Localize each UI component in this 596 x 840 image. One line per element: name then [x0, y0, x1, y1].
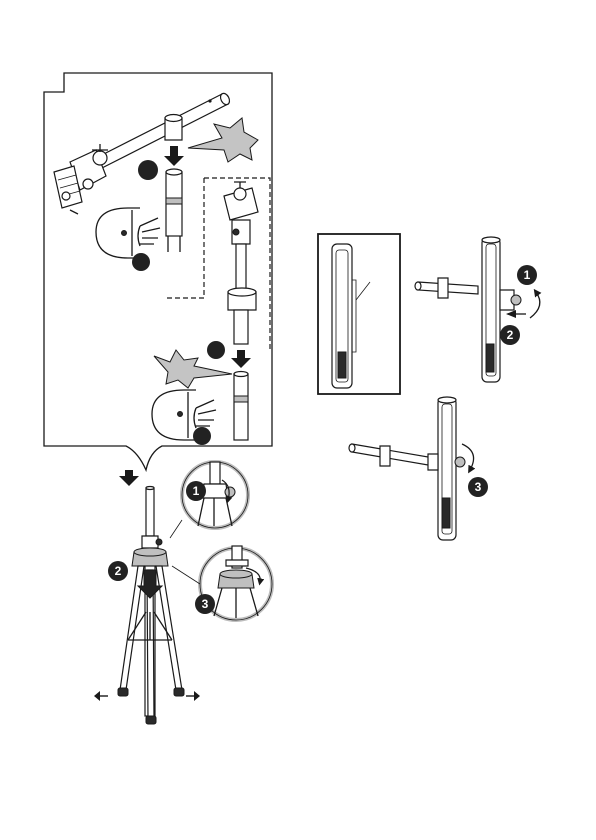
- crossbar-clamp-icon: [54, 92, 231, 214]
- tripod-step-2: 2: [108, 561, 128, 581]
- step-label: 2: [115, 564, 122, 578]
- step-badge: [138, 160, 158, 180]
- thumb-screw-icon: [170, 462, 248, 538]
- hand-press-icon: [96, 208, 160, 258]
- impact-star-icon: [188, 118, 258, 162]
- step-label: 1: [193, 484, 200, 498]
- down-arrow-icon: [164, 146, 184, 166]
- step-badge: [132, 253, 150, 271]
- light-bar-icon: [482, 237, 500, 382]
- light-bar-step-2: 2: [500, 325, 520, 345]
- down-arrow-icon: [231, 350, 251, 368]
- crossbar-clamp-icon: [415, 278, 521, 310]
- down-arrow-icon: [119, 470, 139, 486]
- step-label: 3: [202, 597, 209, 611]
- tripod-stand-icon: [118, 487, 184, 725]
- step-label: 2: [507, 328, 514, 342]
- rotate-arrow-icon: [530, 292, 540, 318]
- tripod-step-1: 1: [186, 481, 206, 501]
- left-arrow-icon: [506, 310, 526, 318]
- light-bar-icon: [438, 397, 456, 540]
- pole-icon: [166, 169, 182, 252]
- tripod-step-3: 3: [195, 594, 215, 614]
- right-arrow-icon: [186, 691, 200, 701]
- light-bar-step-3: 3: [468, 477, 488, 497]
- rotate-arrow-icon: [462, 444, 474, 470]
- step-label: 3: [475, 480, 482, 494]
- step-label: 1: [524, 268, 531, 282]
- light-bar-icon: [332, 244, 356, 388]
- light-bar-step-1: 1: [517, 265, 537, 285]
- left-arrow-icon: [94, 691, 108, 701]
- step-badge: [193, 427, 211, 445]
- pole-icon: [234, 372, 248, 441]
- light-bar-detail-box: [318, 234, 400, 394]
- thumb-screw-icon: [172, 546, 272, 620]
- step-badge: [207, 341, 225, 359]
- crossbar-clamp-icon: [224, 182, 258, 344]
